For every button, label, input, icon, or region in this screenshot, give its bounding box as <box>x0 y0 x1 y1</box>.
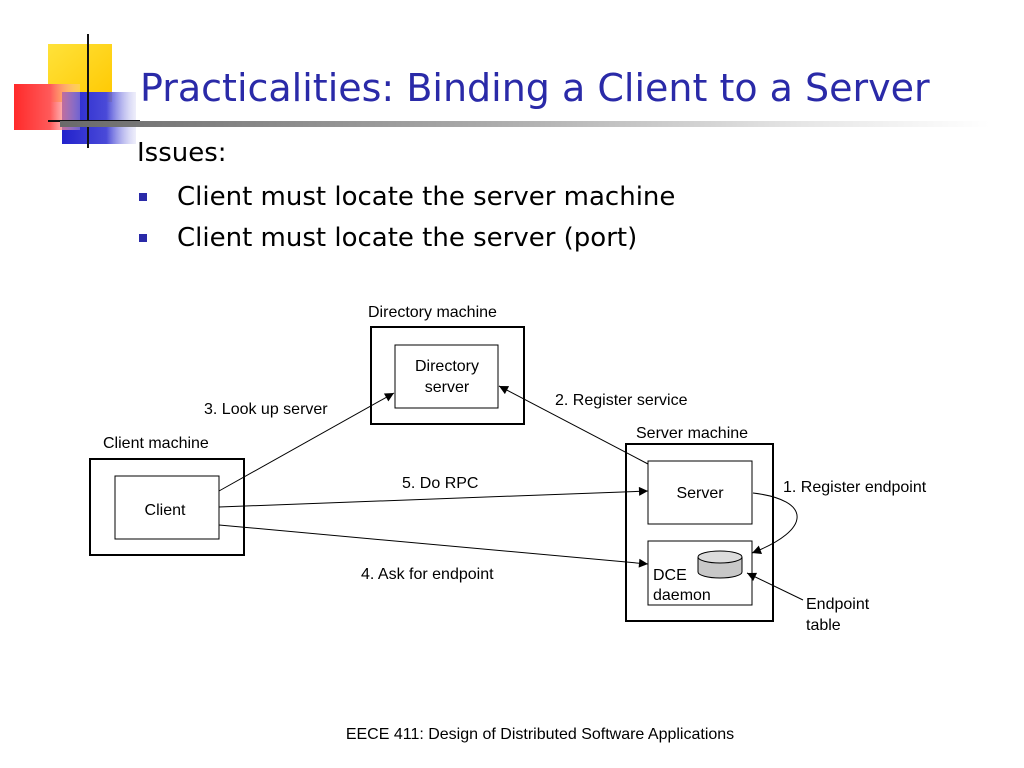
square-bullet-icon <box>139 233 147 242</box>
server-machine-box <box>625 443 774 622</box>
do-rpc-arrow <box>218 486 649 508</box>
issue-item: Client must locate the server machine <box>137 176 675 217</box>
register-service-arrow <box>498 385 649 465</box>
dce-daemon-label: daemon <box>653 587 711 604</box>
dce-daemon-label: DCE <box>653 567 687 584</box>
issue-list: Client must locate the server machine Cl… <box>137 176 675 258</box>
issue-item: Client must locate the server (port) <box>137 217 675 258</box>
slide-title: Practicalities: Binding a Client to a Se… <box>140 66 930 110</box>
slide-footer: EECE 411: Design of Distributed Software… <box>0 726 1024 744</box>
register-endpoint-arrow <box>751 492 798 554</box>
directory-server-label: server <box>425 379 470 396</box>
directory-machine-label: Directory machine <box>368 304 497 321</box>
server-machine-label: Server machine <box>636 425 748 442</box>
directory-machine-box <box>370 326 525 425</box>
directory-server-box <box>394 344 499 409</box>
ask-for-endpoint-label: 4. Ask for endpoint <box>361 566 494 583</box>
issue-text: Client must locate the server (port) <box>177 222 638 253</box>
issues-heading: Issues: <box>137 138 227 168</box>
database-cylinder-icon <box>697 550 743 579</box>
client-label: Client <box>145 502 186 519</box>
endpoint-table-label: Endpoint <box>806 596 870 613</box>
ask-for-endpoint-arrow <box>218 524 649 568</box>
server-label: Server <box>676 485 724 502</box>
square-bullet-icon <box>139 192 147 201</box>
look-up-server-arrow <box>218 392 395 492</box>
server-box <box>647 460 753 525</box>
register-endpoint-label: 1. Register endpoint <box>783 479 927 496</box>
client-box <box>114 475 220 540</box>
client-machine-label: Client machine <box>103 435 209 452</box>
endpoint-table-pointer <box>746 572 804 601</box>
client-machine-box <box>89 458 245 556</box>
directory-server-label: Directory <box>415 358 479 375</box>
register-service-label: 2. Register service <box>555 392 688 409</box>
endpoint-table-label: table <box>806 617 841 634</box>
do-rpc-label: 5. Do RPC <box>402 475 478 492</box>
issue-text: Client must locate the server machine <box>177 181 676 212</box>
title-underline <box>60 121 990 127</box>
look-up-server-label: 3. Look up server <box>204 401 328 418</box>
footer-text: EECE 411: Design of Distributed Software… <box>345 726 735 743</box>
